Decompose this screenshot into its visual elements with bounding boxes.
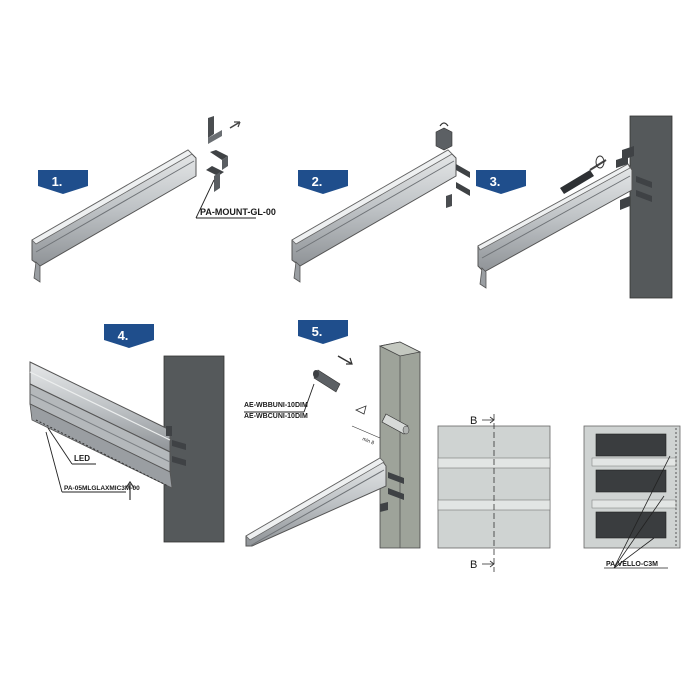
step-5-wall bbox=[378, 341, 422, 549]
step-5-profile bbox=[245, 457, 387, 547]
wbc-label: AE-WBCUNI-10DIM bbox=[244, 413, 308, 420]
step-5-number: 5. bbox=[312, 324, 323, 339]
step-3-panel: 3. bbox=[476, 115, 673, 299]
step-4-badge: 4. bbox=[104, 324, 154, 348]
step-3-badge: 3. bbox=[476, 170, 526, 194]
step-2-panel: 2. bbox=[291, 122, 470, 283]
led-label: LED bbox=[74, 454, 90, 463]
wbb-label: AE-WBBUNI-10DIM bbox=[244, 402, 308, 409]
step-5-badge: 5. bbox=[298, 320, 348, 344]
step-1-badge: 1. bbox=[38, 170, 88, 194]
step-1-number: 1. bbox=[52, 174, 63, 189]
step-2-mounted-brackets bbox=[435, 122, 470, 208]
wall-insert-part bbox=[355, 405, 410, 435]
step-4-wall bbox=[163, 355, 225, 543]
profile-label: PA-05MLGLAXMIC3M-00 bbox=[64, 485, 140, 492]
step-4-profile bbox=[29, 361, 173, 489]
step-5-panel: 5. mi bbox=[244, 320, 422, 549]
mount-label: PA-MOUNT-GL-00 bbox=[200, 207, 276, 217]
vello-leaders bbox=[604, 455, 671, 569]
section-label-top: B bbox=[470, 415, 477, 427]
step-2-badge: 2. bbox=[298, 170, 348, 194]
section-cut-view bbox=[583, 425, 681, 549]
step-3-wall-brackets bbox=[616, 146, 652, 210]
step-3-wall bbox=[629, 115, 673, 299]
step-4-panel: 4. LED PA-05MLGLAXMIC3M-00 bbox=[29, 324, 225, 543]
mount-leader-line bbox=[195, 179, 215, 219]
arrow-right-icon bbox=[337, 355, 353, 365]
vello-label: PA-VELLO-C3M bbox=[606, 561, 658, 568]
step-1-panel: 1. PA-MOUNT-GL-00 bbox=[31, 116, 276, 283]
step-3-number: 3. bbox=[490, 174, 501, 189]
dowel-part bbox=[313, 369, 341, 393]
step-2-profile bbox=[291, 149, 457, 283]
step-4-number: 4. bbox=[118, 328, 129, 343]
step-4-wall-brackets bbox=[166, 426, 186, 466]
step-1-mount-brackets bbox=[206, 116, 241, 192]
dimension-marker: min 8 bbox=[351, 425, 381, 447]
screwdriver-icon bbox=[560, 155, 607, 194]
dimension-label: min 8 bbox=[361, 436, 375, 446]
step-2-number: 2. bbox=[312, 174, 323, 189]
section-front-view: B B bbox=[437, 414, 551, 572]
arrow-up-icon bbox=[125, 480, 135, 500]
section-label-bottom: B bbox=[470, 559, 477, 571]
step-1-profile bbox=[31, 149, 197, 283]
step-5-wall-brackets bbox=[380, 472, 404, 512]
